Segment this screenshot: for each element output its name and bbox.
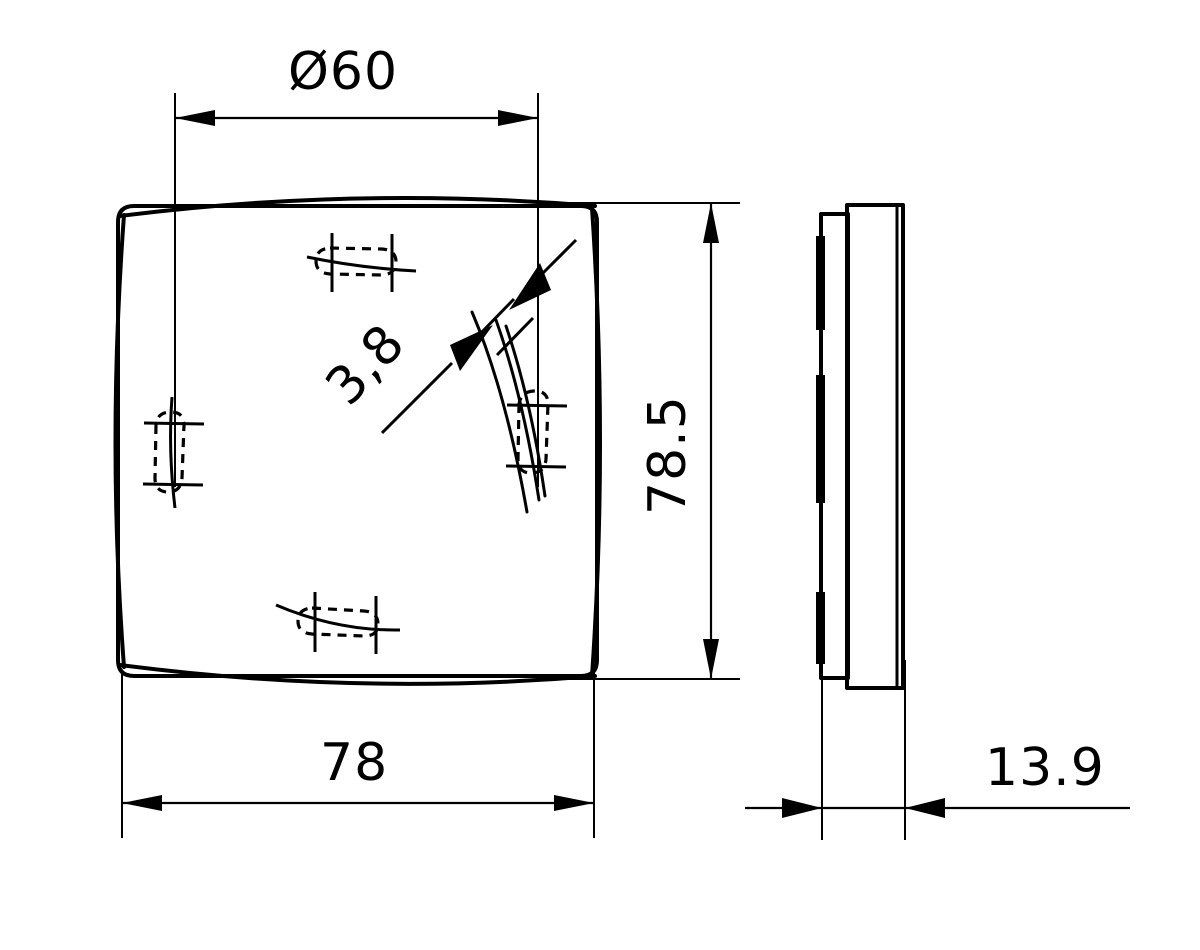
slot-bottom-hidden-outline: [296, 606, 380, 638]
wall-arc-inner: [494, 318, 541, 502]
tick-38-b: [495, 316, 535, 357]
side-view-rib-top: [816, 236, 825, 330]
wall-arc-third: [504, 324, 547, 498]
slot-left: [142, 396, 205, 509]
slot-right: [505, 389, 568, 475]
side-view-backplate: [819, 212, 850, 680]
arrow-38-lower: [450, 325, 493, 371]
slot-top-centerline-h: [306, 255, 417, 273]
front-view-backplate-outline: [116, 204, 599, 678]
front-face-top-curve: [118, 196, 597, 218]
leader-line-38-tail: [380, 361, 454, 435]
slot-left-centerline-v: [169, 396, 177, 509]
dimension-diameter-60: Ø60: [174, 42, 539, 487]
slot-bottom-centerline-h: [275, 603, 401, 632]
front-face-bottom-curve: [118, 663, 597, 686]
front-face-left-curve: [113, 213, 126, 669]
dim-label-38: 3,8: [315, 313, 417, 417]
front-view: [113, 196, 602, 686]
slot-top-hidden-outline: [314, 246, 398, 277]
arrow-139-left: [782, 798, 822, 818]
side-view-rib-bottom: [816, 592, 825, 664]
slot-left-hidden-outline: [153, 410, 186, 494]
side-view: [816, 203, 905, 690]
dimension-width-78: 78: [121, 672, 595, 838]
dimension-height-78-5: 78.5: [560, 202, 740, 680]
dim-label-d60: Ø60: [288, 42, 398, 102]
arrow-38-upper: [509, 263, 551, 310]
slot-top: [306, 233, 417, 292]
side-view-main-body: [845, 203, 905, 690]
dim-label-785: 78.5: [638, 395, 698, 515]
side-view-rib-middle: [816, 375, 825, 503]
arrow-139-right: [905, 798, 945, 818]
slot-bottom: [275, 592, 401, 654]
slot-right-hidden-outline: [516, 389, 550, 475]
dim-label-78: 78: [320, 733, 388, 793]
front-face-right-curve: [590, 206, 602, 678]
slot-right-centerline-h2: [505, 464, 567, 469]
dimension-depth-13-9: 13.9: [745, 660, 1130, 840]
dim-label-139: 13.9: [985, 738, 1105, 798]
tick-38-a: [476, 297, 516, 338]
